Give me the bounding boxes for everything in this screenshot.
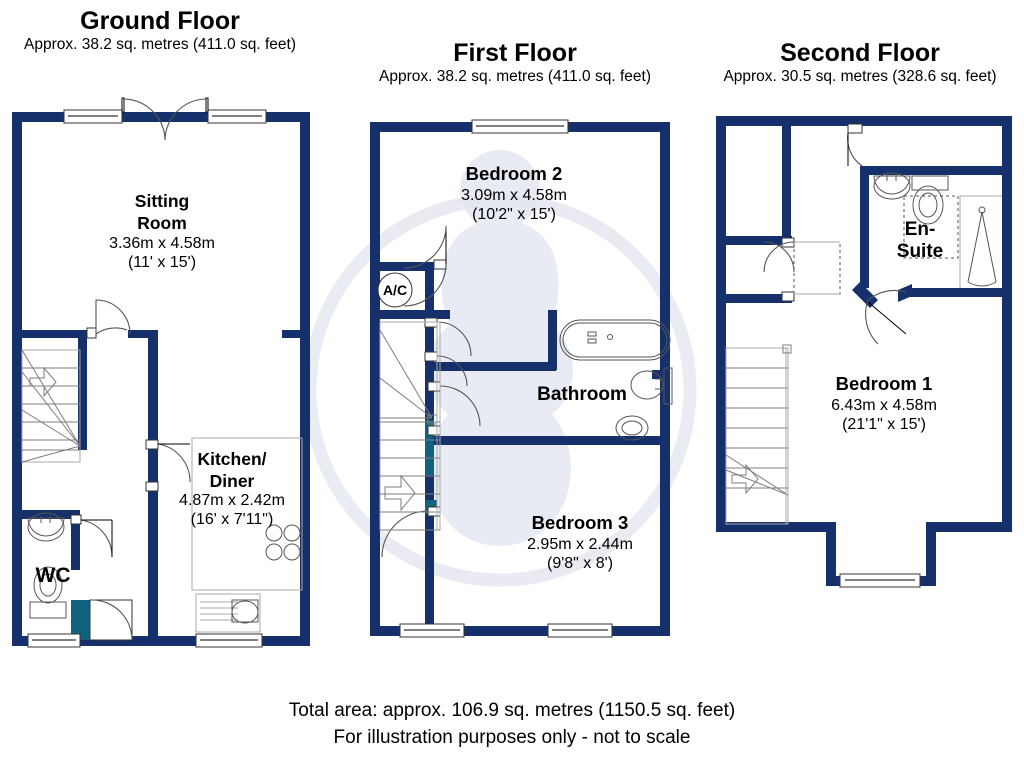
room-label-en-suite-2: Suite: [897, 241, 943, 262]
room-label-bedroom-2: Bedroom 2: [466, 163, 563, 184]
ground-floor-entrance-doors: [121, 97, 209, 141]
second-floor-stairs: [725, 344, 792, 525]
room-label-bedroom-1: Bedroom 1: [836, 373, 933, 394]
room-dims-bedroom-1: 6.43m x 4.58m: [831, 397, 937, 414]
first-floor-area: Approx. 38.2 sq. metres (411.0 sq. feet): [379, 68, 651, 86]
footer-total-area: Total area: approx. 106.9 sq. metres (11…: [288, 699, 736, 721]
room-dims-bedroom-2: 3.09m x 4.58m: [461, 187, 567, 204]
second-floor-walls: [716, 116, 1012, 586]
second-floor-ensuite-fixtures: [873, 172, 1002, 288]
room-label-en-suite: En-: [905, 219, 936, 240]
ground-floor-stairs: [21, 349, 81, 463]
second-floor-heading: Second Floor Approx. 30.5 sq. metres (32…: [705, 40, 1015, 86]
first-floor-bathroom-fixtures: [559, 319, 673, 441]
footer: Total area: approx. 106.9 sq. metres (11…: [0, 697, 1024, 752]
ground-floor-kitchen-fixtures: [191, 437, 303, 633]
first-floor-windows: [399, 119, 613, 638]
room-dims-bedroom-3: 2.95m x 2.44m: [527, 536, 633, 553]
first-floor-labels: Bedroom 2 3.09m x 4.58m (10'2" x 15') Ba…: [461, 163, 633, 572]
second-floor-doors: [763, 123, 912, 345]
first-floor-stairs: [379, 321, 441, 531]
second-floor-labels: En- Suite Bedroom 1 6.43m x 4.58m (21'1"…: [831, 219, 943, 433]
first-floor-title: First Floor: [453, 39, 577, 67]
ground-floor-labels: Sitting Room 3.36m x 4.58m (11' x 15') K…: [36, 191, 285, 587]
ground-floor-doors: [70, 299, 191, 641]
ground-floor-wc-fixtures: [27, 512, 67, 619]
room-imperial-kitchen-diner: (16' x 7'11"): [191, 511, 274, 528]
room-imperial-bedroom-2: (10'2" x 15'): [472, 206, 556, 223]
room-label-bedroom-3: Bedroom 3: [532, 512, 629, 533]
ground-floor-title: Ground Floor: [80, 7, 240, 35]
room-label-sitting-room: Sitting: [135, 191, 189, 211]
room-label-kitchen-diner-2: Diner: [210, 471, 255, 491]
first-floor-heading: First Floor Approx. 38.2 sq. metres (411…: [360, 40, 670, 86]
ground-floor-windows: [27, 109, 267, 648]
room-imperial-bedroom-1: (21'1" x 15'): [842, 416, 926, 433]
room-label-bathroom: Bathroom: [537, 384, 627, 405]
second-floor-title: Second Floor: [780, 39, 940, 67]
room-dims-sitting-room: 3.36m x 4.58m: [109, 235, 215, 252]
first-floor-ac-tag: A/C: [377, 272, 413, 308]
footer-disclaimer: For illustration purposes only - not to …: [333, 727, 691, 749]
second-floor-windows: [839, 573, 921, 588]
room-dims-kitchen-diner: 4.87m x 2.42m: [179, 492, 285, 509]
room-label-sitting-room-2: Room: [137, 213, 187, 233]
second-floor-area: Approx. 30.5 sq. metres (328.6 sq. feet): [723, 68, 997, 86]
room-imperial-sitting-room: (11' x 15'): [128, 254, 196, 271]
ac-tag-label: A/C: [383, 282, 407, 298]
room-label-kitchen-diner: Kitchen/: [197, 449, 266, 469]
ground-floor-area: Approx. 38.2 sq. metres (411.0 sq. feet): [24, 36, 296, 54]
ground-floor-heading: Ground Floor Approx. 38.2 sq. metres (41…: [0, 8, 320, 54]
room-imperial-bedroom-3: (9'8" x 8'): [547, 555, 613, 572]
room-label-wc: WC: [36, 564, 71, 587]
